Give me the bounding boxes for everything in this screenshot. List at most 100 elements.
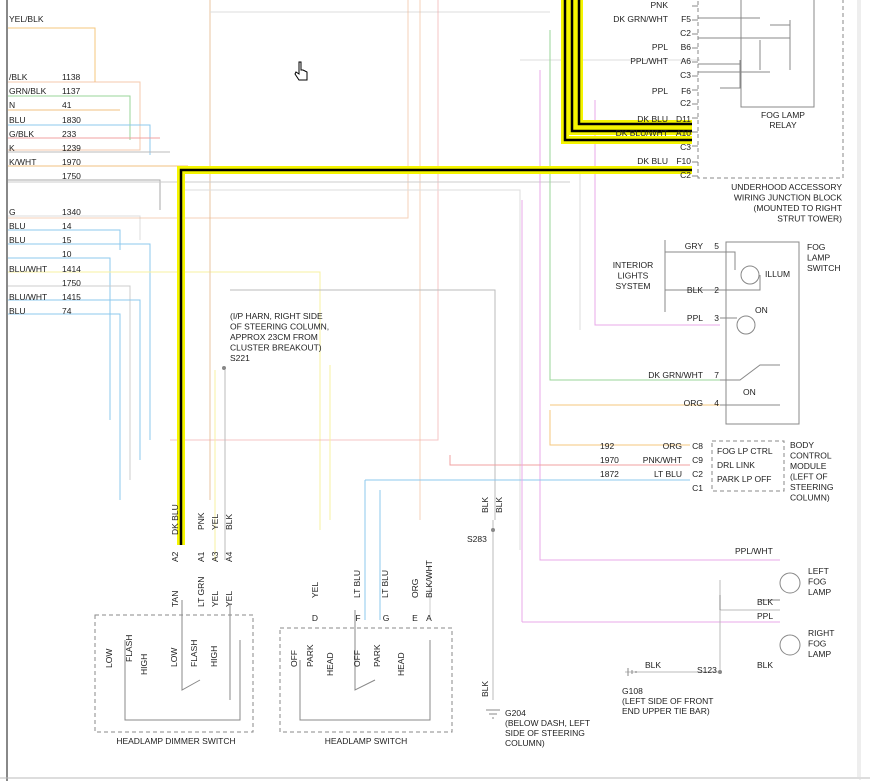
vertical-wire-d_yel: YEL [310,582,320,598]
jb-pin: A10 [676,128,691,138]
vertical-wire-blk_wht: BLK/WHT [424,560,434,598]
bcm-circuit: 1970 [600,455,619,465]
headlamp-contact-2: HEAD [325,652,335,676]
headlamp-switch-title: HEADLAMP SWITCH [325,736,408,746]
relay-label-1: RELAY [769,120,797,130]
bcm-title-5: COLUMN) [790,493,830,503]
jb-pin: C2 [680,28,691,38]
jb-pin: F5 [681,14,691,24]
vertical-wire-a4: A4 [224,551,234,562]
left-circuit-number: 233 [62,129,76,139]
jb-wire-color: PNK [651,0,669,10]
left-fog-lamp-label-2: LAMP [808,587,831,597]
left-wire-color: BLU/WHT [9,292,47,302]
interior-lights-label-0: INTERIOR [613,260,654,270]
bcm-title-4: STEERING [790,482,833,492]
junction-block-outline [697,0,844,179]
splice-points [222,366,722,674]
fog-switch-pin: 5 [714,241,719,251]
jb-pin: F10 [676,156,691,166]
vertical-wire-org: ORG [410,579,420,598]
bcm-title-2: MODULE [790,461,827,471]
fog-switch-wire: PPL [687,313,703,323]
relay-connector-pins [692,5,698,177]
left-circuit-number: 14 [62,221,72,231]
ground-g108-1: (LEFT SIDE OF FRONT [622,696,713,706]
right-fog-lamp-label-2: LAMP [808,649,831,659]
left-circuit-number: 1970 [62,157,81,167]
left-wire-color: BLU [9,306,26,316]
left-circuit-number: 1830 [62,115,81,125]
left-wire-color: GRN/BLK [9,86,47,96]
headlamp-switch-outlines [94,600,453,733]
ground-g204-3: COLUMN) [505,738,545,748]
right-fog-lamp-label-0: RIGHT [808,628,834,638]
vertical-wire-a2: A2 [170,551,180,562]
left-wire-color: BLU/WHT [9,264,47,274]
ground-g108-2: END UPPER TIE BAR) [622,706,710,716]
fog-switch-title-2: SWITCH [807,263,841,273]
splice-s123: S123 [697,665,717,675]
bcm-pin: C2 [692,469,703,479]
left-circuit-number: 74 [62,306,72,316]
jb-pin: A6 [681,56,692,66]
pin-f: F [355,613,360,623]
jb-pin: F6 [681,86,691,96]
vertical-wire-blk_s283_b: BLK [494,497,504,513]
vertical-wire-blk: BLK [224,514,234,530]
vertical-wire-tan: TAN [170,591,180,607]
fog-switch-wire: GRY [685,241,704,251]
left-fog-lamp-label-0: LEFT [808,566,829,576]
left-wire-color: BLU [9,235,26,245]
fog-switch-pin: 3 [714,313,719,323]
vertical-wire-lt_blu1: LT BLU [352,570,362,598]
left-wire-color: K [9,143,15,153]
vertical-wire-yel2: YEL [210,591,220,607]
vertical-wire-a3: A3 [210,551,220,562]
vertical-wire-blk_ground: BLK [480,681,490,697]
ppl-label: PPL [757,611,773,621]
headlamp-contact-5: HEAD [396,652,406,676]
s221-note-0: (I/P HARN, RIGHT SIDE [230,311,323,321]
on-label-1: ON [755,305,768,315]
bcm-wire: PNK/WHT [643,455,682,465]
on-label-2: ON [743,387,756,397]
left-circuit-number: 15 [62,235,72,245]
s221-note-1: OF STEERING COLUMN, [230,322,329,332]
jb-pin: C2 [680,170,691,180]
highlighted-dk-blu-circuits [177,0,692,545]
relay-label-0: FOG LAMP [761,110,805,120]
left-circuit-number: 1239 [62,143,81,153]
junction-block-title-0: UNDERHOOD ACCESSORY [731,182,842,192]
headlamp-contact-1: PARK [305,644,315,667]
left-wire-color: G/BLK [9,129,34,139]
ppl-wht-label: PPL/WHT [735,546,773,556]
left-wire-traces [8,0,861,780]
jb-pin: C3 [680,70,691,80]
jb-pin: C3 [680,142,691,152]
jb-pin: D11 [676,114,691,124]
left-circuit-number: 1340 [62,207,81,217]
pin-a: A [426,613,432,623]
dimmer-contact-5: HIGH [209,646,219,667]
pin-g: G [383,613,390,623]
s221-note-2: APPROX 23CM FROM [230,332,318,342]
dimmer-contact-3: LOW [169,648,179,667]
bcm-function-1: DRL LINK [717,460,755,470]
left-circuit-number: 41 [62,100,72,110]
pin-e: E [412,613,418,623]
left-wire-color: BLU [9,221,26,231]
left-circuit-number: 1750 [62,278,81,288]
fog-switch-pin: 4 [714,398,719,408]
left-circuit-number: 1750 [62,171,81,181]
left-circuit-number: 1414 [62,264,81,274]
dimmer-contact-1: FLASH [124,635,134,662]
vertical-wire-blk_s283_a: BLK [480,497,490,513]
ground-g204-2: SIDE OF STEERING [505,728,585,738]
bcm-outline [711,440,785,492]
bcm-pin: C8 [692,441,703,451]
left-circuit-number: 10 [62,249,72,259]
